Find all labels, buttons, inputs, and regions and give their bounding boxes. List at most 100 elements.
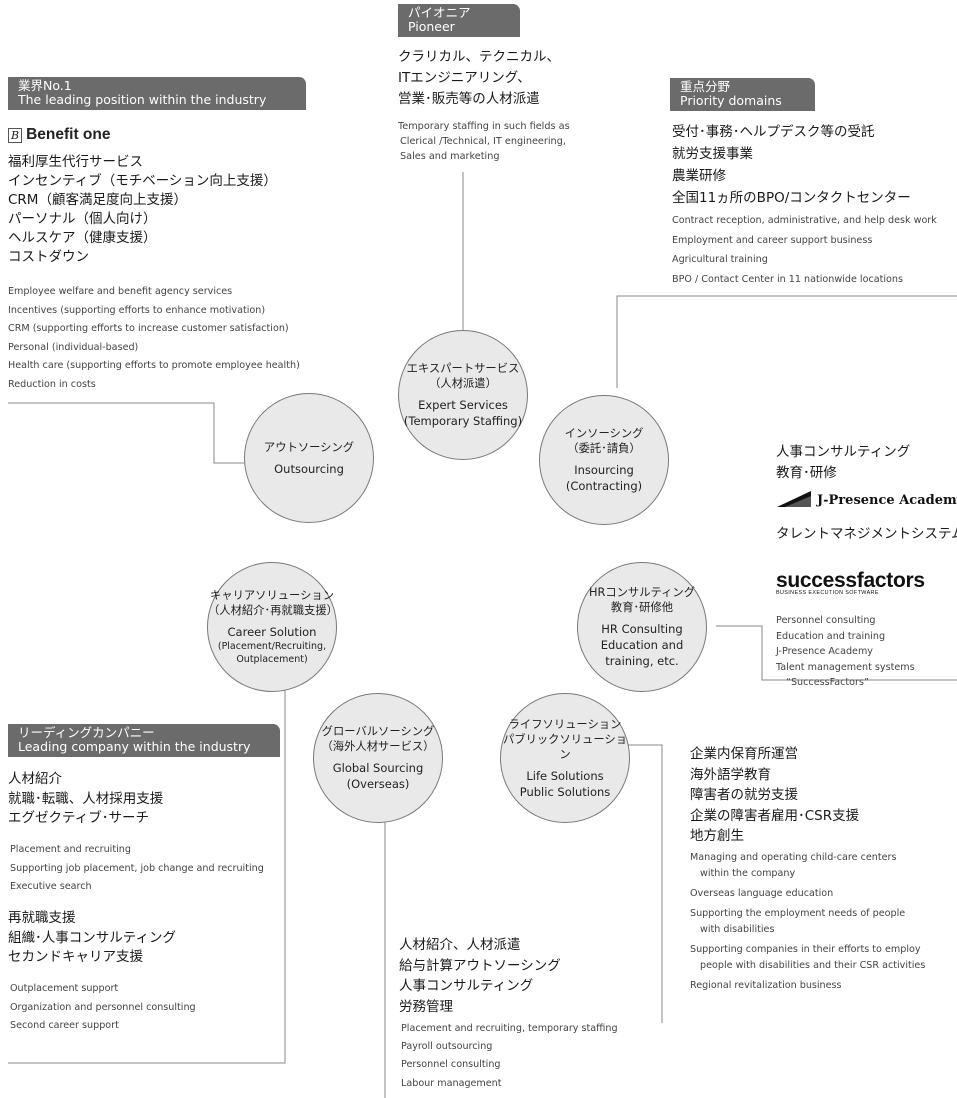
leading-company-en-list-b: Outplacement support Organization and pe… bbox=[10, 980, 196, 1036]
pioneer-jp-list: クラリカル、テクニカル、 ITエンジニアリング、 営業･販売等の人材派遣 bbox=[398, 47, 560, 110]
leading-company-jp-item: 就職･転職、人材採用支援 bbox=[8, 790, 164, 807]
life-right-en-item: Supporting companies in their efforts to… bbox=[690, 944, 921, 955]
career-en-2: (Placement/Recruiting, bbox=[217, 641, 327, 652]
leading-company-en-item: Second career support bbox=[10, 1020, 119, 1031]
leading-position-en-item: Health care (supporting efforts to promo… bbox=[8, 360, 300, 372]
leading-company-jp-item: エグゼクティブ･サーチ bbox=[8, 810, 149, 826]
leading-position-en-item: Employee welfare and benefit agency serv… bbox=[8, 286, 233, 297]
life-right-jp-item: 障害者の就労支援 bbox=[690, 787, 798, 803]
pioneer-tag-jp: パイオニア bbox=[408, 5, 471, 20]
hr-right-jp-item: 人事コンサルティング bbox=[776, 444, 911, 460]
hr-right-jp-3: タレントマネジメントシステム bbox=[776, 525, 957, 544]
hr-en-2: Education and bbox=[600, 638, 684, 652]
life-right-jp-item: 企業内保育所運営 bbox=[690, 746, 798, 762]
successfactors-logo: successfactors BUSINESS EXECUTION SOFTWA… bbox=[776, 569, 925, 596]
leading-company-jp-list-a: 人材紹介 就職･転職、人材採用支援 エグゼクティブ･サーチ bbox=[8, 770, 163, 829]
priority-jp-list: 受付･事務･ヘルプデスク等の受託 就労支援事業 農業研修 全国11ヵ所のBPO/… bbox=[672, 121, 911, 209]
hr-en-3: training, etc. bbox=[605, 654, 679, 668]
expert-en-1: Expert Services bbox=[418, 398, 508, 412]
priority-tag: 重点分野 Priority domains bbox=[670, 78, 815, 111]
leading-company-tag-en: Leading company within the industry bbox=[18, 739, 251, 754]
priority-en-item: BPO / Contact Center in 11 nationwide lo… bbox=[672, 273, 903, 285]
leading-position-jp-item: インセンティブ（モチベーション向上支援） bbox=[8, 173, 277, 189]
leading-company-en-item: Executive search bbox=[10, 881, 92, 892]
connector-priority bbox=[616, 295, 957, 388]
benefit-one-logo-text: Benefit one bbox=[26, 126, 111, 143]
priority-jp-item: 受付･事務･ヘルプデスク等の受託 bbox=[672, 124, 875, 140]
expert-en-2: (Temporary Staffing) bbox=[403, 414, 523, 428]
leading-position-en-item: Personal (individual-based) bbox=[8, 341, 139, 353]
connector-hr bbox=[716, 625, 957, 681]
priority-en-item: Agricultural training bbox=[672, 254, 768, 265]
successfactors-logo-sub: BUSINESS EXECUTION SOFTWARE bbox=[776, 590, 879, 596]
global-below-en-item: Placement and recruiting, temporary staf… bbox=[401, 1023, 618, 1034]
leading-position-en-list: Employee welfare and benefit agency serv… bbox=[8, 283, 300, 395]
j-presence-academy-icon bbox=[777, 491, 811, 507]
hr-right-en-item: Talent management systems bbox=[776, 661, 915, 673]
j-presence-academy-logo: J-Presence Academy bbox=[777, 491, 957, 508]
life-right-en-item: within the company bbox=[700, 868, 796, 879]
leading-position-jp-item: コストダウン bbox=[8, 249, 89, 265]
global-below-en-item: Personnel consulting bbox=[401, 1059, 501, 1071]
priority-tag-en: Priority domains bbox=[680, 93, 782, 108]
leading-company-jp-item: 組織･人事コンサルティング bbox=[8, 929, 176, 946]
life-en-1: Life Solutions bbox=[526, 768, 604, 783]
life-jp-2: パブリックソリューション bbox=[502, 732, 628, 761]
leading-position-jp-item: CRM（顧客満足度向上支援） bbox=[8, 192, 187, 208]
leading-company-en-item: Placement and recruiting bbox=[10, 844, 131, 855]
leading-position-jp-item: パーソナル（個人向け） bbox=[8, 211, 157, 227]
expert-jp-2: （人材派遣） bbox=[429, 377, 497, 390]
insourcing-jp-1: インソーシング bbox=[564, 427, 644, 440]
global-below-en-item: Payroll outsourcing bbox=[401, 1041, 493, 1053]
leading-position-en-item: CRM (supporting efforts to increase cust… bbox=[8, 323, 289, 335]
circle-outsourcing: アウトソーシング Outsourcing bbox=[244, 393, 374, 523]
leading-company-jp-item: 再就職支援 bbox=[8, 910, 76, 926]
priority-jp-item: 就労支援事業 bbox=[672, 146, 753, 162]
hr-right-en-item: J-Presence Academy bbox=[776, 646, 873, 657]
global-below-jp-item: 給与計算アウトソーシング bbox=[399, 957, 561, 974]
pioneer-jp-item: クラリカル、テクニカル、 bbox=[398, 49, 560, 65]
global-below-jp-item: 人材紹介、人材派遣 bbox=[399, 937, 521, 953]
life-right-en-item: Overseas language education bbox=[690, 888, 834, 899]
career-en-1: Career Solution bbox=[227, 625, 317, 639]
hr-right-en-item: Education and training bbox=[776, 630, 886, 642]
leading-company-en-list-a: Placement and recruiting Supporting job … bbox=[10, 841, 264, 897]
life-right-en-item: with disabilities bbox=[700, 924, 775, 935]
pioneer-jp-item: ITエンジニアリング、 bbox=[398, 70, 531, 86]
leading-position-jp-list: 福利厚生代行サービス インセンティブ（モチベーション向上支援） CRM（顧客満足… bbox=[8, 153, 277, 267]
leading-company-tag-jp: リーディングカンパニー bbox=[18, 725, 155, 740]
j-presence-academy-text: J-Presence Academy bbox=[817, 493, 957, 508]
insourcing-jp-2: （委託･請負） bbox=[567, 442, 641, 455]
connector-life bbox=[628, 744, 663, 1023]
hr-right-jp-item: タレントマネジメントシステム bbox=[776, 526, 957, 542]
pioneer-en-item: Temporary staffing in such fields as bbox=[398, 121, 570, 132]
pioneer-tag-en: Pioneer bbox=[408, 19, 455, 34]
career-jp-1: キャリアソリューション bbox=[209, 589, 335, 602]
hr-right-jp-item: 教育･研修 bbox=[776, 465, 837, 481]
global-en-2: (Overseas) bbox=[346, 777, 410, 791]
successfactors-logo-text: successfactors bbox=[776, 569, 925, 592]
leading-position-tag-jp: 業界No.1 bbox=[18, 78, 72, 93]
leading-position-jp-item: ヘルスケア（健康支援） bbox=[8, 230, 157, 246]
global-below-jp-item: 人事コンサルティング bbox=[399, 978, 534, 994]
global-jp-1: グローバルソーシング bbox=[321, 725, 435, 738]
priority-en-item: Contract reception, administrative, and … bbox=[672, 215, 937, 226]
connector-career bbox=[8, 690, 286, 1064]
pioneer-en-item: Clerical /Technical, IT engineering, bbox=[400, 136, 566, 147]
pioneer-jp-item: 営業･販売等の人材派遣 bbox=[398, 91, 540, 107]
outsourcing-en: Outsourcing bbox=[274, 461, 344, 476]
circle-expert-services: エキスパートサービス （人材派遣） Expert Services (Tempo… bbox=[398, 330, 528, 460]
leading-company-tag: リーディングカンパニー Leading company within the i… bbox=[8, 724, 280, 757]
life-right-en-item: Managing and operating child-care center… bbox=[690, 852, 897, 863]
life-right-jp-item: 企業の障害者雇用･CSR支援 bbox=[690, 807, 860, 824]
hr-jp-1: HRコンサルティング bbox=[588, 586, 696, 599]
priority-en-list: Contract reception, administrative, and … bbox=[672, 211, 957, 289]
circle-hr-consulting: HRコンサルティング 教育･研修他 HR Consulting Educatio… bbox=[577, 562, 707, 692]
pioneer-en-list: Temporary staffing in such fields as Cle… bbox=[398, 119, 570, 164]
leading-company-jp-list-b: 再就職支援 組織･人事コンサルティング セカンドキャリア支援 bbox=[8, 909, 176, 968]
hr-right-jp-1: 人事コンサルティング 教育･研修 bbox=[776, 442, 910, 484]
benefit-one-logo-icon: B bbox=[8, 128, 23, 143]
global-below-en-list: Placement and recruiting, temporary staf… bbox=[401, 1020, 618, 1093]
circle-career-solution: キャリアソリューション （人材紹介･再就職支援） Career Solution… bbox=[207, 562, 338, 692]
